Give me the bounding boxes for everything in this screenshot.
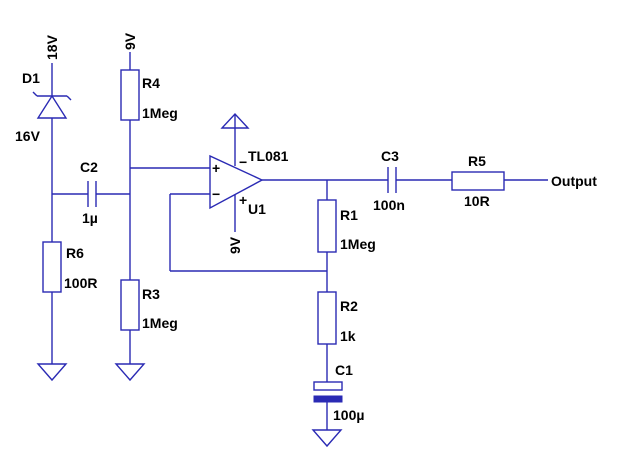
capacitor-c2 [52, 181, 130, 207]
ground-symbol-r6 [36, 363, 68, 382]
capacitor-c1 [313, 381, 343, 430]
opamp-v-minus-sign: − [239, 154, 247, 170]
zener-diode-d1 [32, 63, 72, 242]
c2-value-label: 1µ [82, 210, 98, 226]
r3-name-label: R3 [142, 286, 160, 302]
supply-18v-label: 18V [44, 34, 60, 60]
node-16v-label: 16V [15, 128, 41, 144]
u1-model-label: TL081 [248, 148, 289, 164]
r6-name-label: R6 [66, 245, 84, 261]
c3-value-label: 100n [373, 197, 405, 213]
r4-name-label: R4 [142, 75, 160, 91]
opamp-v-plus-sign: + [239, 192, 247, 208]
supply-9v-top-label: 9V [122, 32, 138, 50]
u1-name-label: U1 [248, 201, 266, 217]
r2-value-label: 1k [340, 328, 356, 344]
resistor-r4 [120, 52, 140, 280]
ground-symbol-r3 [114, 363, 146, 382]
ground-symbol-c1 [311, 429, 343, 448]
r2-name-label: R2 [340, 298, 358, 314]
r1-name-label: R1 [340, 207, 358, 223]
opamp-minus-sign: − [212, 186, 220, 202]
r1-value-label: 1Meg [340, 236, 376, 252]
resistor-r3 [120, 279, 140, 364]
r5-name-label: R5 [468, 153, 486, 169]
supply-9v-bottom-label: 9V [227, 236, 243, 254]
output-label: Output [551, 173, 597, 189]
resistor-r6 [42, 241, 62, 364]
r5-value-label: 10R [464, 193, 490, 209]
c1-name-label: C1 [335, 362, 353, 378]
c3-name-label: C3 [381, 148, 399, 164]
opamp-plus-sign: + [212, 160, 220, 176]
feedback-wire [169, 193, 327, 272]
r6-value-label: 100R [64, 275, 97, 291]
capacitor-c3 [387, 167, 452, 193]
d1-label: D1 [22, 70, 40, 86]
c2-name-label: C2 [80, 159, 98, 175]
resistor-r2 [317, 291, 337, 382]
ground-symbol-opamp [220, 112, 250, 129]
resistor-r5 [451, 171, 548, 191]
opamp-u1 [209, 114, 264, 232]
r3-value-label: 1Meg [142, 315, 178, 331]
r4-value-label: 1Meg [142, 105, 178, 121]
c1-value-label: 100µ [333, 407, 364, 423]
resistor-r1 [317, 180, 337, 292]
